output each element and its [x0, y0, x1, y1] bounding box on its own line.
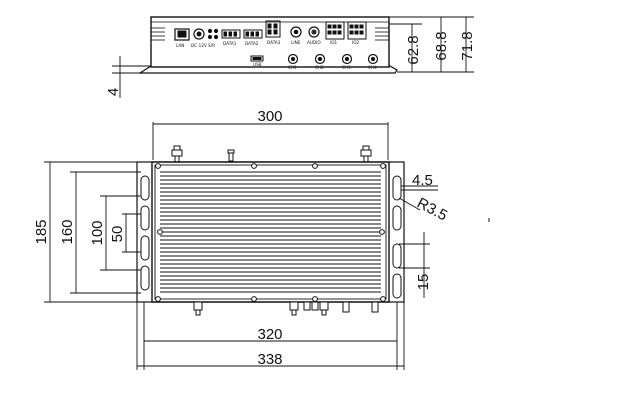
label-usb: USB: [253, 62, 262, 67]
label-data3: DATA3: [267, 40, 281, 45]
dim-r3-5: R3.5: [414, 195, 450, 225]
front-view: [137, 16, 398, 74]
dim-320: 320: [257, 326, 282, 343]
mounting-slots: [140, 175, 402, 299]
label-ch2: CH2: [315, 65, 324, 70]
dim-100: 100: [89, 220, 106, 245]
dim-62-8: 62.8: [405, 35, 422, 64]
dim-300: 300: [257, 108, 282, 125]
label-line: LINE: [291, 40, 301, 45]
width-bottom-lines: [136, 302, 405, 370]
label-sr: S/R: [208, 43, 215, 48]
height-dimension-left: [44, 161, 141, 303]
height-dimension-lines: [112, 16, 474, 98]
label-ch1: CH1: [288, 65, 297, 70]
dim-71-8: 71.8: [459, 31, 476, 60]
dim-50: 50: [109, 226, 126, 243]
screws: [155, 163, 386, 302]
label-ch4: CH4: [368, 65, 377, 70]
top-connectors: [171, 145, 372, 163]
label-lan: LAN: [176, 43, 184, 48]
dim-foot-4: 4: [105, 88, 122, 96]
label-audio: AUDIO: [307, 40, 321, 45]
heatsink-fins: [160, 171, 381, 293]
dim-68-8: 68.8: [433, 31, 450, 60]
label-io1: IO1: [330, 40, 338, 45]
label-data2: DATA2: [245, 41, 259, 46]
slot-detail-dimensions: [398, 185, 438, 298]
label-ch3: CH3: [342, 65, 351, 70]
label-io2: IO2: [352, 40, 360, 45]
dim-185: 185: [33, 219, 50, 244]
dim-15: 15: [415, 274, 432, 291]
dim-160: 160: [59, 219, 76, 244]
width-300-lines: [152, 122, 389, 160]
dim-4-5: 4.5: [412, 172, 433, 189]
bottom-connectors: [193, 301, 379, 316]
label-data1: DATA1: [223, 41, 237, 46]
label-dc: DC-12V: [191, 43, 207, 48]
dim-338: 338: [257, 351, 282, 368]
